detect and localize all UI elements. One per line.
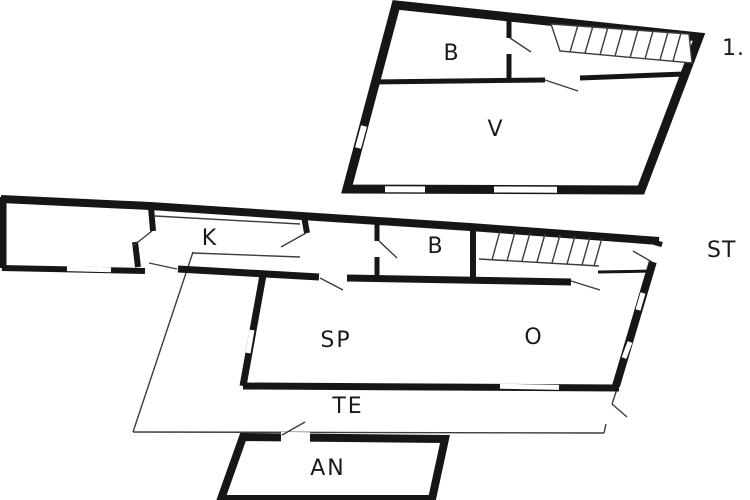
room-label-v: V (487, 117, 504, 142)
sp-top-wall-left (177, 265, 320, 281)
annex (216, 421, 450, 500)
sp-left-window (245, 329, 255, 354)
hall-right-wall-top (148, 206, 156, 232)
upper-door-swing-hall (544, 79, 579, 92)
stairs-ground-edge (478, 258, 600, 267)
right-wall-window-bottom (621, 341, 633, 359)
sp-bottom-wall (242, 382, 620, 392)
sp-door-swing (319, 277, 344, 291)
terrace-door-swing (611, 403, 628, 418)
kitchen-counter-top (154, 215, 301, 225)
kitchen-door-swing (280, 232, 307, 248)
sp-bottom-window (499, 383, 560, 390)
right-wall-door-swing (632, 250, 653, 263)
upper-divider-wall-left (373, 77, 546, 85)
right-wall-window-top (635, 292, 646, 311)
ground-top-wall (0, 195, 660, 245)
terrace-edge-bottom (132, 431, 605, 434)
stairs-upper (550, 23, 693, 64)
upper-divider-wall-right (579, 71, 685, 81)
terrace-outline (132, 251, 628, 434)
terrace-edge-right-a (611, 388, 618, 405)
kitchen-counter-bottom (192, 252, 301, 258)
room-label-sp: SP (320, 328, 351, 353)
hall-right-wall-bottom (132, 241, 141, 268)
terrace-edge-right-b (603, 423, 607, 434)
ground-floor-plan: K B SP O TE AN (0, 195, 663, 500)
floor-label-ground: ST (707, 238, 736, 263)
room-label-b-upper: B (443, 41, 460, 66)
room-label-an: AN (310, 456, 346, 481)
ground-right-wall (612, 239, 663, 388)
right-wall-door-gap (647, 244, 663, 264)
hall-window (66, 266, 112, 273)
room-label-te: TE (331, 394, 363, 419)
stairhall-door-swing (570, 280, 601, 291)
room-label-o: O (524, 325, 543, 350)
kitchen-right-wall (301, 215, 310, 234)
annex-walls (216, 432, 450, 500)
stairhall-divider (597, 269, 655, 274)
hall-door-swing (132, 230, 153, 247)
stairs-ground (478, 230, 603, 267)
bath-door-swing (378, 240, 398, 259)
room-label-k: K (202, 226, 218, 251)
sp-top-wall-right (346, 274, 572, 286)
floor-label-upper: 1. (722, 36, 745, 61)
annex-door-swing (281, 421, 306, 436)
terrace-edge-left (132, 251, 194, 433)
upper-window-left (355, 125, 367, 149)
upper-door-swing-b (509, 37, 532, 53)
kitchen-terrace-door-swing (148, 262, 178, 270)
upper-floor-plan: B V (341, 0, 706, 195)
room-label-b-ground: B (427, 234, 444, 259)
